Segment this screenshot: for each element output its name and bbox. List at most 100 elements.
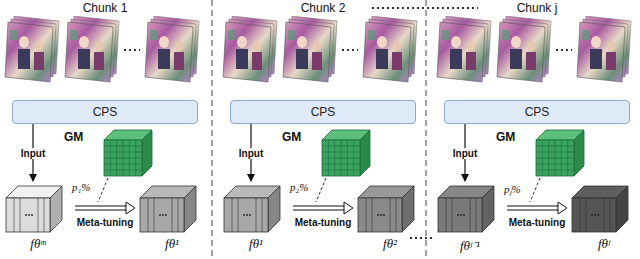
gm-cube (534, 128, 586, 178)
layer-line (476, 198, 477, 232)
layer-line (610, 198, 611, 232)
cps-box: CPS (12, 100, 198, 124)
cube-front (536, 140, 574, 176)
layer-line (172, 198, 173, 232)
model-node: fθᵐ (4, 182, 72, 256)
model-front (6, 198, 50, 232)
gm-cube-node: GM (282, 128, 372, 178)
grid-line (104, 158, 142, 159)
layer-dots (243, 214, 245, 216)
gm-label: GM (282, 130, 301, 144)
arrow-head (344, 202, 353, 214)
layer-line (390, 198, 391, 232)
layer-dots (594, 214, 596, 216)
layer-line (38, 198, 39, 232)
chunk-title: Chunk j (517, 1, 558, 15)
connector-line (75, 210, 127, 211)
layer-dots (31, 214, 33, 216)
model-front (358, 198, 402, 232)
layer-dots (249, 214, 251, 216)
model-label: fθʲ⁻¹ (436, 236, 504, 254)
layer-dots (383, 214, 385, 216)
layer-dots (457, 214, 459, 216)
layer-dots (380, 214, 382, 216)
edge-label: Input (238, 148, 264, 159)
layer-line (586, 198, 587, 232)
grid-line (322, 170, 360, 171)
connector-line (293, 206, 345, 207)
connector-line (507, 206, 559, 207)
layer-line (580, 198, 581, 232)
ratio-label: pⱼ% (504, 181, 521, 196)
grid-line (536, 158, 574, 159)
cube-front (104, 140, 142, 176)
layer-line (256, 198, 257, 232)
grid-line (322, 164, 360, 165)
model-node: fθʲ⁻¹ (436, 182, 504, 256)
layer-line (232, 198, 233, 232)
chunk-title: Chunk 1 (83, 1, 128, 15)
layer-line (154, 198, 155, 232)
layer-line (148, 198, 149, 232)
model-label: fθ¹ (138, 236, 206, 252)
model-side (184, 186, 196, 232)
model-side (268, 186, 280, 232)
layer-line (14, 198, 15, 232)
model-label: fθ¹ (222, 236, 290, 252)
model-block (4, 182, 64, 234)
grid-line (536, 164, 574, 165)
model-side (482, 186, 494, 232)
meta-tuning-arrow (75, 202, 135, 214)
layer-line (604, 198, 605, 232)
model-block (222, 182, 282, 234)
layer-line (20, 198, 21, 232)
layer-line (262, 198, 263, 232)
layer-dots (591, 214, 593, 216)
grid-line (536, 170, 574, 171)
gm-label: GM (496, 130, 515, 144)
layer-line (238, 198, 239, 232)
cube-side (360, 130, 370, 176)
chunk-title: Chunk 2 (301, 1, 346, 15)
edge-label: Meta-tuning (508, 217, 567, 228)
layer-line (44, 198, 45, 232)
ratio-label: p₂% (290, 181, 309, 193)
box-label: CPS (93, 105, 118, 119)
grid-line (567, 140, 568, 176)
model-label: fθᵐ (4, 236, 72, 252)
grid-line (104, 170, 142, 171)
layer-line (452, 198, 453, 232)
layer-line (396, 198, 397, 232)
model-front (140, 198, 184, 232)
cube-side (142, 130, 152, 176)
edge-label: Meta-tuning (294, 217, 353, 228)
layer-dots (162, 214, 164, 216)
gm-cube (320, 128, 372, 178)
layer-line (372, 198, 373, 232)
model-block (570, 182, 630, 234)
meta-tuning-arrow (507, 202, 567, 214)
layer-dots (463, 214, 465, 216)
layer-dots (460, 214, 462, 216)
meta-tuning-arrow (293, 202, 353, 214)
edge-label: Input (452, 148, 478, 159)
grid-line (561, 140, 562, 176)
model-node: fθ¹ (138, 182, 206, 256)
box-label: CPS (525, 105, 550, 119)
connector-line (293, 210, 345, 211)
gm-cube-node: GM (496, 128, 586, 178)
layer-dots (28, 214, 30, 216)
layer-dots (377, 214, 379, 216)
grid-line (135, 140, 136, 176)
edge-label: Meta-tuning (76, 217, 135, 228)
connector-line (75, 206, 127, 207)
layer-line (446, 198, 447, 232)
grid-line (129, 140, 130, 176)
model-block (138, 182, 198, 234)
connector-line (507, 210, 559, 211)
grid-line (347, 140, 348, 176)
layer-line (366, 198, 367, 232)
arrow-head (126, 202, 135, 214)
ratio-label: p₁% (72, 181, 91, 193)
